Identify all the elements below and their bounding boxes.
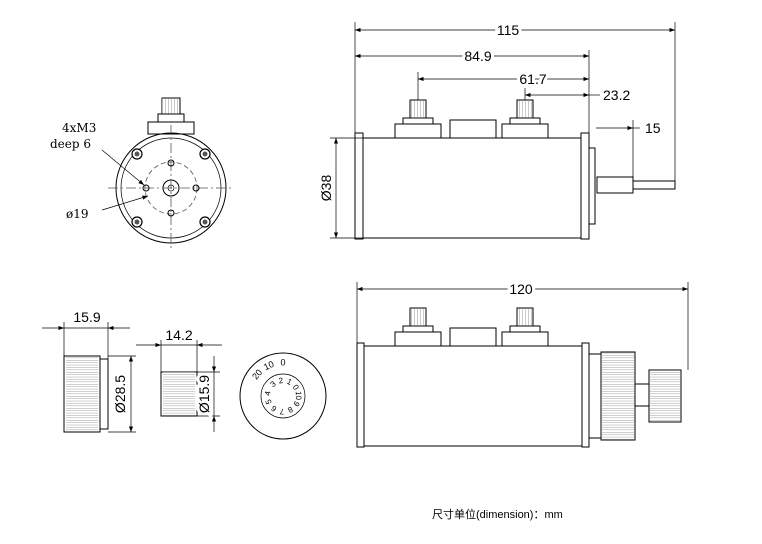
dim-dia-15-9: Ø15.9	[196, 375, 212, 413]
bottom-right-endcap	[581, 342, 590, 448]
dial-inner-ring	[260, 373, 306, 419]
front-connector-base	[157, 113, 185, 123]
dim-23-2: 23.2	[603, 87, 630, 103]
front-corner-screws	[131, 148, 211, 228]
dial-label: 4	[263, 390, 273, 396]
knob-small-detail: 14.2 Ø15.9	[136, 327, 222, 432]
dim-14-2: 14.2	[165, 327, 192, 343]
bottom-connector-right	[501, 307, 549, 347]
bottom-body	[363, 345, 583, 447]
dial-label: 8	[286, 405, 295, 415]
dim-15: 15	[645, 120, 661, 136]
dial-label: 0	[291, 383, 301, 392]
dial-label: 3	[269, 379, 279, 389]
dim-120: 120	[509, 281, 533, 297]
top-connector-right	[501, 99, 549, 139]
bolt-circle-leader	[101, 195, 149, 211]
dial-label: 1	[285, 377, 293, 387]
dim-115: 115	[497, 22, 520, 38]
bottom-knob-large-knurl	[601, 352, 635, 440]
dim-dia-28-5: Ø28.5	[112, 375, 128, 413]
top-left-endcap	[354, 132, 364, 240]
unit-note: 尺寸单位(dimension)：mm	[432, 509, 563, 521]
side-view-top: 115 84.9 61.7 23.2 15 Ø38	[315, 19, 676, 240]
depth-label: deep 6	[50, 137, 91, 151]
bottom-knob-neck	[634, 383, 650, 407]
top-shaft	[632, 180, 676, 190]
dial-outer-ring	[239, 352, 327, 440]
knob-large-knurl	[66, 356, 98, 432]
top-shaft-collar	[596, 176, 634, 194]
front-connector-knurl	[162, 98, 180, 114]
dial-label: 10	[262, 359, 275, 372]
dim-15-9: 15.9	[73, 309, 100, 325]
front-m3-hole	[192, 184, 200, 192]
bolt-circle-label: ø19	[66, 207, 89, 221]
knob-small-knurl	[163, 372, 195, 416]
dial-label: 6	[269, 403, 278, 413]
dial-label: 7	[279, 407, 285, 416]
dial-label: 0	[280, 357, 285, 367]
dial-label: 9	[291, 400, 301, 409]
dial-label: 2	[278, 376, 284, 386]
top-body	[362, 137, 582, 239]
bottom-knob-flange	[588, 353, 602, 439]
front-m3-hole	[142, 184, 150, 192]
top-connector-left	[394, 99, 442, 139]
front-m3-hole	[167, 209, 175, 217]
bottom-left-endcap	[356, 342, 365, 448]
dial-label: 5	[264, 397, 274, 405]
knob-large-detail: 15.9 Ø28.5	[42, 309, 136, 433]
side-view-bottom: 120	[356, 278, 689, 448]
thread-label: 4xM3	[62, 121, 96, 135]
dim-84-9: 84.9	[464, 48, 491, 64]
knob-large-cap	[99, 358, 109, 430]
dial-label: 10	[294, 391, 303, 401]
front-m3-hole	[167, 159, 175, 167]
front-view: 4xM3 deep 6 ø19	[50, 97, 234, 250]
bottom-cover-plate	[449, 327, 497, 347]
top-cover-plate	[449, 119, 497, 139]
top-right-endcap	[580, 132, 590, 240]
thread-leader	[101, 149, 145, 186]
bottom-connector-left	[394, 307, 442, 347]
top-bearing	[588, 147, 596, 225]
dim-61-7: 61.7	[519, 71, 546, 87]
dim-dia-38: Ø38	[318, 175, 334, 202]
dial-label: 20	[250, 367, 264, 381]
bottom-knob-small-knurl	[649, 370, 681, 422]
